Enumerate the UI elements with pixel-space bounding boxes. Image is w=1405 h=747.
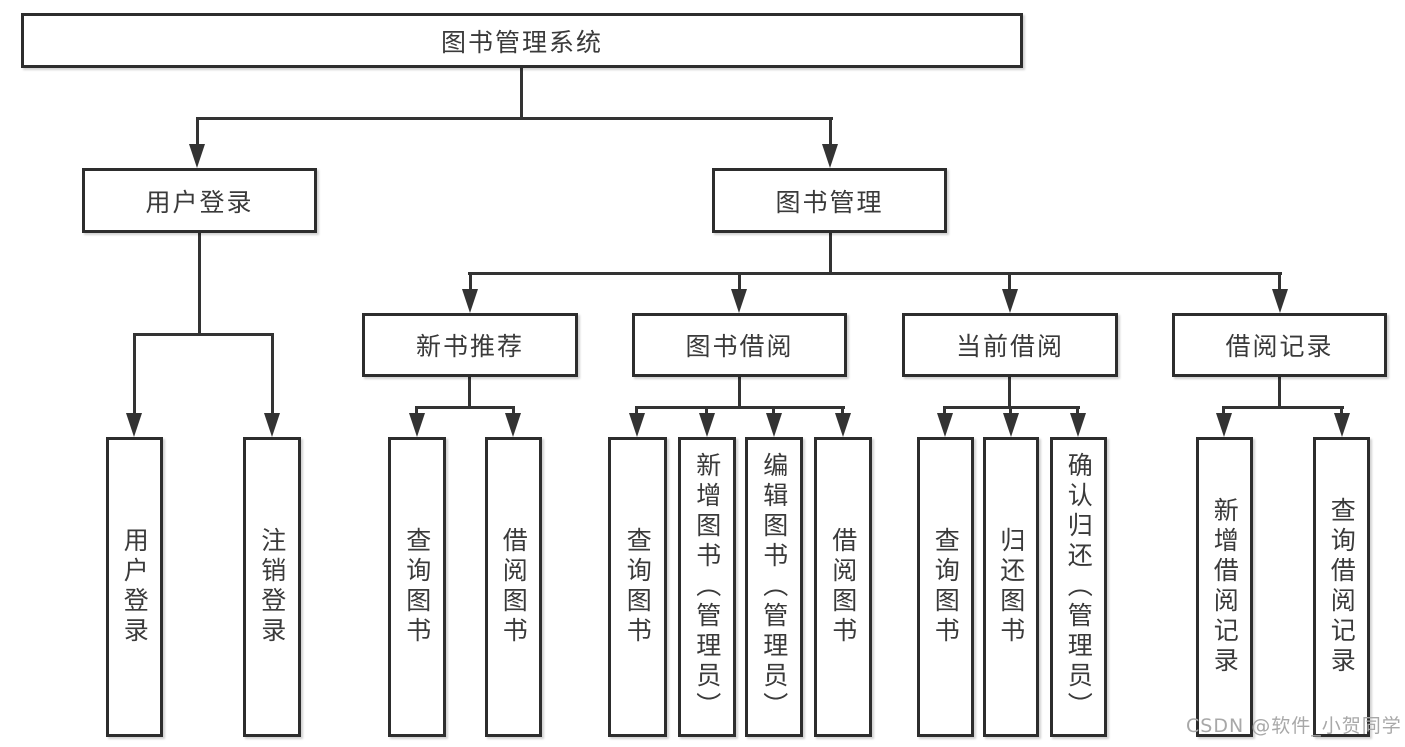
leaf-user-login: 用户登录 — [106, 437, 163, 737]
connector-line — [512, 406, 515, 416]
leaf-add-book-admin: 新增图书（管理员） — [678, 437, 736, 737]
connector-line — [1222, 406, 1225, 416]
watermark: CSDN @软件_小贺同学 — [1186, 715, 1402, 737]
connector-line — [1278, 272, 1281, 291]
node-new-book-recommendation: 新书推荐 — [362, 313, 578, 377]
connector-line — [738, 375, 741, 408]
leaf-borrow-books-recommend: 借阅图书 — [485, 437, 542, 737]
connector-line — [1278, 375, 1281, 408]
connector-line — [196, 117, 199, 148]
leaf-query-books-borrowing: 查询图书 — [608, 437, 667, 737]
arrow-down-icon — [937, 413, 953, 437]
connector-line — [198, 231, 201, 336]
arrow-down-icon — [1216, 413, 1232, 437]
connector-line — [635, 406, 638, 416]
connector-line — [841, 406, 844, 416]
connector-line — [772, 406, 775, 416]
node-current-borrowing: 当前借阅 — [902, 313, 1118, 377]
leaf-query-books-current: 查询图书 — [917, 437, 974, 737]
arrow-down-icon — [1334, 413, 1350, 437]
connector-line — [635, 406, 845, 409]
leaf-query-borrow-record: 查询借阅记录 — [1313, 437, 1370, 737]
node-book-borrowing: 图书借阅 — [632, 313, 847, 377]
connector-line — [468, 375, 471, 408]
connector-line — [133, 333, 136, 415]
connector-line — [196, 117, 833, 120]
connector-line — [1076, 406, 1079, 416]
connector-line — [829, 117, 832, 148]
arrow-down-icon — [126, 413, 142, 437]
arrow-down-icon — [409, 413, 425, 437]
arrow-down-icon — [462, 289, 478, 313]
arrow-down-icon — [835, 413, 851, 437]
leaf-add-borrow-record: 新增借阅记录 — [1196, 437, 1253, 737]
arrow-down-icon — [1272, 289, 1288, 313]
node-user-login: 用户登录 — [82, 168, 317, 233]
connector-line — [133, 333, 274, 336]
connector-line — [1008, 375, 1011, 408]
connector-line — [738, 272, 741, 291]
arrow-down-icon — [1003, 413, 1019, 437]
leaf-return-books: 归还图书 — [983, 437, 1039, 737]
connector-line — [943, 406, 946, 416]
connector-line — [469, 272, 472, 291]
leaf-borrow-books-borrowing: 借阅图书 — [814, 437, 872, 737]
node-book-management: 图书管理 — [712, 168, 947, 233]
connector-line — [520, 66, 523, 118]
node-borrowing-records: 借阅记录 — [1172, 313, 1387, 377]
connector-line — [415, 406, 515, 409]
leaf-edit-book-admin: 编辑图书（管理员） — [745, 437, 803, 737]
leaf-logout: 注销登录 — [243, 437, 301, 737]
arrow-down-icon — [699, 413, 715, 437]
arrow-down-icon — [505, 413, 521, 437]
connector-line — [1008, 272, 1011, 291]
connector-line — [1340, 406, 1343, 416]
connector-line — [705, 406, 708, 416]
connector-line — [271, 333, 274, 415]
arrow-down-icon — [189, 144, 205, 168]
arrow-down-icon — [629, 413, 645, 437]
connector-line — [1222, 406, 1344, 409]
arrow-down-icon — [731, 289, 747, 313]
node-book-management-system: 图书管理系统 — [21, 13, 1023, 68]
arrow-down-icon — [264, 413, 280, 437]
connector-line — [468, 272, 1282, 275]
arrow-down-icon — [1002, 289, 1018, 313]
connector-line — [1009, 406, 1012, 416]
leaf-confirm-return-admin: 确认归还（管理员） — [1050, 437, 1107, 737]
arrow-down-icon — [822, 144, 838, 168]
connector-line — [829, 231, 832, 275]
arrow-down-icon — [766, 413, 782, 437]
connector-line — [415, 406, 418, 416]
leaf-query-books-recommend: 查询图书 — [388, 437, 446, 737]
arrow-down-icon — [1070, 413, 1086, 437]
